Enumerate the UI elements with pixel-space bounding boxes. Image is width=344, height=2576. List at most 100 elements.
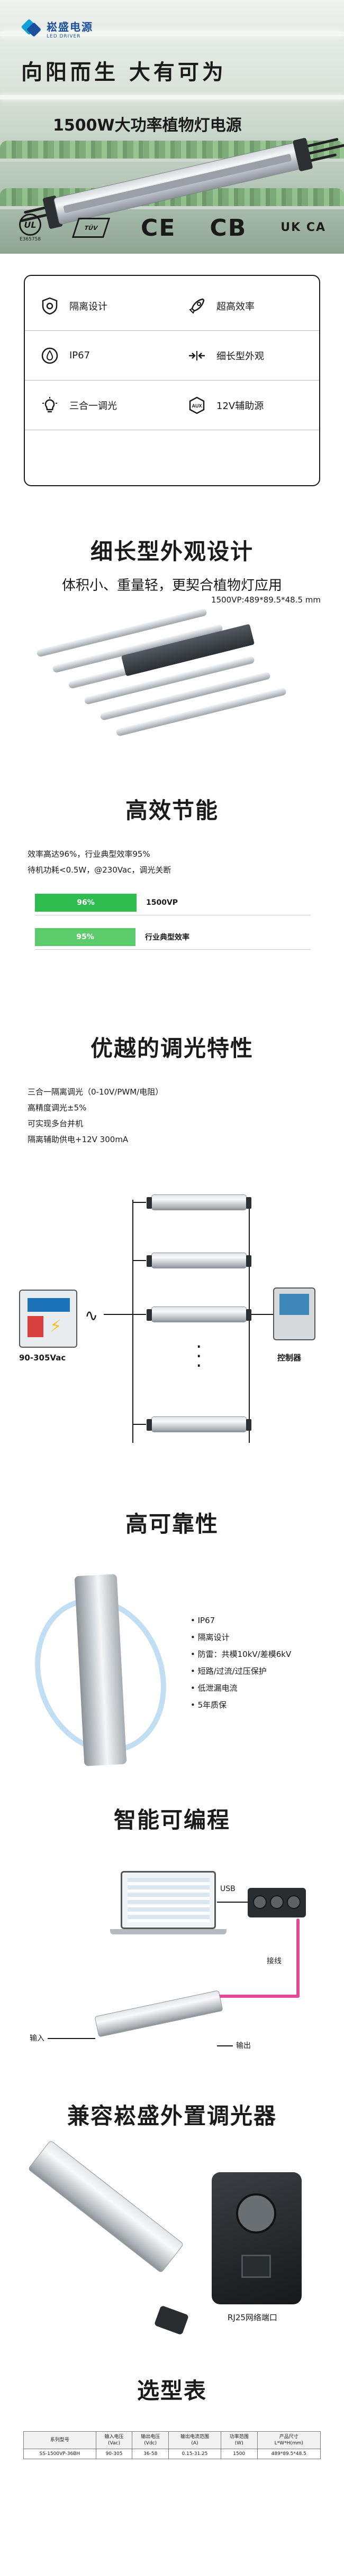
more-units-dots: ··· [196,1336,202,1377]
brand-name-en: LED DRIVER [47,33,81,39]
reliability-section: 高可靠性 IP67 隔离设计 防雷：共模10kV/差模6kV 短路/过流/过压保… [0,1496,344,1792]
reliability-list: IP67 隔离设计 防雷：共模10kV/差模6kV 短路/过流/过压保护 低泄漏… [191,1612,292,1713]
efficiency-bar-row: 95% 行业典型效率 [35,928,310,950]
slim-design-section: 细长型外观设计 体积小、重量轻，更契合植物灯应用 1500VP:489*89.5… [0,486,344,782]
efficiency-line: 待机功耗<0.5W，@230Vac，调光关断 [28,865,171,875]
efficiency-bar-label: 行业典型效率 [145,933,189,942]
feature-aux: AUX 12V辅助源 [172,381,319,430]
pink-wire [212,1995,300,1998]
efficiency-bar: 95% [35,928,135,946]
output-label: 输出 [236,2042,251,2050]
external-dimmer-image [212,2172,302,2304]
efficiency-bar-chart: 96% 1500VP 95% 行业典型效率 [35,894,310,950]
input-bus-line [132,1200,133,1443]
grow-light-bar [0,32,344,36]
input-cable-line [48,2038,95,2039]
table-header: 功率范围(W) [220,2431,258,2449]
reliability-item: 5年质保 [191,1697,291,1713]
certification-row: UL E365758 TÜV CE CB UK CA [19,209,326,246]
ul-logo-icon: UL [19,214,41,236]
feature-label: IP67 [69,350,90,361]
rack-shelf [0,159,344,162]
wire-label: 接线 [267,1957,282,1966]
rack-shelf [0,206,344,209]
ce-cert: CE [141,214,176,242]
programmer-box-icon [248,1888,306,1917]
table-cell: 36-58 [132,2449,169,2459]
tuv-cert: TÜV [71,218,111,238]
pink-wire [296,1919,300,1998]
power-supply-unit [147,1194,251,1210]
grow-light-bar [0,95,344,99]
efficiency-bar-row: 96% 1500VP [35,894,310,915]
rj25-port-icon [241,2255,271,2278]
product-page: 崧盛电源 LED DRIVER 向阳而生 大有可为 1500W大功率植物灯电源 … [0,0,344,2500]
power-supply-unit [147,1416,251,1432]
brand-name-cn: 崧盛电源 [47,20,93,33]
usb-label: USB [220,1885,236,1893]
feature-empty [172,430,319,480]
table-header: 系列型号 [23,2431,96,2449]
section-title: 兼容崧盛外置调光器 [67,2103,277,2129]
table-cell: 0.15-31.25 [168,2449,221,2459]
waterproof-icon [39,345,61,367]
dimming-line: 高精度调光±5% [28,1103,87,1113]
hero-banner: 崧盛电源 LED DRIVER 向阳而生 大有可为 1500W大功率植物灯电源 … [0,0,344,254]
tuv-logo-icon: TÜV [71,218,111,238]
power-supply-image [94,1990,223,2037]
feature-efficiency: 超高效率 [172,281,319,331]
table-header: 输出电压(Vdc) [132,2431,169,2449]
reliability-item: IP67 [191,1612,291,1629]
hero-slogan: 向阳而生 大有可为 [21,60,227,85]
table-row: SS-1500VP-36BH 90-305 36-58 0.15-31.25 1… [23,2449,321,2459]
input-voltage-label: 90-305Vac [19,1353,66,1363]
dimming-line: 三合一隔离调光（0-10V/PWM/电阻） [28,1087,164,1097]
efficiency-line: 效率高达96%，行业典型效率95% [28,849,150,859]
reliability-item: 隔离设计 [191,1629,291,1646]
table-cell: SS-1500VP-36BH [23,2449,96,2459]
cb-cert: CB [210,214,247,242]
section-title: 智能可编程 [113,1807,230,1833]
compatible-dimmer-section: 兼容崧盛外置调光器 RJ25网络端口 [0,2088,344,2362]
feature-dimming: 三合一调光 [25,381,172,430]
table-header: 输入电压(Vac) [95,2431,133,2449]
inline-dimmer-icon [153,2305,189,2336]
dim-bus-line [249,1200,250,1443]
table-cell: 90-305 [95,2449,133,2459]
svg-text:AUX: AUX [192,403,202,409]
dimmer-knob-icon [236,2193,276,2234]
isolation-icon [39,295,61,317]
table-cell: 1500 [220,2449,258,2459]
section-title: 高效节能 [125,798,219,823]
selection-table: 系列型号 输入电压(Vac) 输出电压(Vdc) 输出电流范围(A) 功率范围(… [23,2431,321,2459]
feature-label: 细长型外观 [216,350,264,362]
laptop-base [110,1929,227,1934]
section-subtitle: 体积小、重量轻，更契合植物灯应用 [61,578,282,594]
feature-label: 12V辅助源 [216,400,264,412]
usb-cable-line [217,1902,248,1903]
grow-light-fixture-image [36,608,302,750]
efficiency-section: 高效节能 效率高达96%，行业典型效率95% 待机功耗<0.5W，@230Vac… [0,782,344,1009]
ul-cert-number: E365758 [19,237,41,242]
table-cell: 489*89.5*48.5 [257,2449,321,2459]
dimming-section: 优越的调光特性 三合一隔离调光（0-10V/PWM/电阻） 高精度调光±5% 可… [0,1009,344,1496]
parallel-wiring-diagram: ··· ⚡ 90-305Vac ∿ 控制器 [0,1184,344,1480]
section-title: 细长型外观设计 [90,539,254,564]
table-header: 输出电流范围(A) [168,2431,221,2449]
section-title: 高可靠性 [125,1511,219,1537]
table-header-row: 系列型号 输入电压(Vac) 输出电压(Vdc) 输出电流范围(A) 功率范围(… [23,2431,321,2449]
input-label: 输入 [30,2034,44,2043]
feature-label: 超高效率 [216,301,255,312]
output-cable-line [217,2045,233,2046]
reliability-item: 短路/过流/过压保护 [191,1663,291,1680]
ac-wave-icon: ∿ [85,1306,98,1325]
aux-icon: AUX [186,394,208,416]
programmable-section: 智能可编程 USB 接线 输入 输出 [0,1792,344,2088]
feature-grid: 隔离设计 超高效率 IP67 细长型外观 [24,275,320,486]
feature-label: 隔离设计 [69,301,107,312]
efficiency-bar: 96% [35,894,137,912]
selection-section: 选型表 系列型号 输入电压(Vac) 输出电压(Vdc) 输出电流范围(A) 功… [0,2362,344,2500]
dimming-line: 可实现多台并机 [28,1119,84,1128]
dimming-line: 隔离辅助供电+12V 300mA [28,1135,129,1144]
